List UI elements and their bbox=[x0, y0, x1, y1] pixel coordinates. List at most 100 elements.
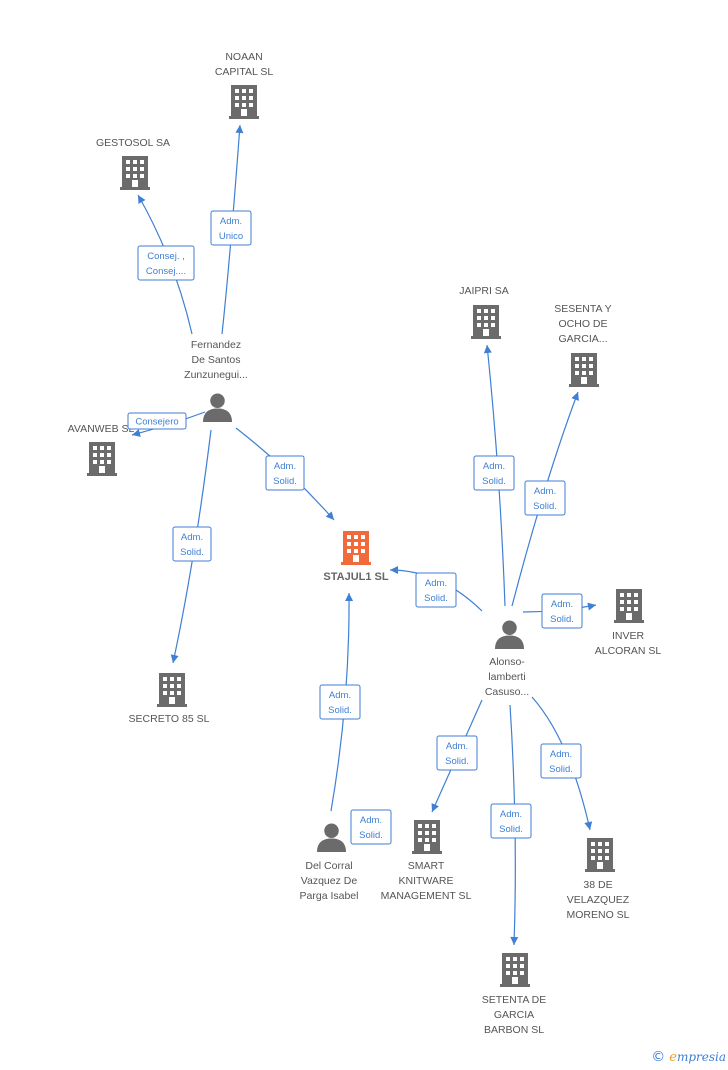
company-velazquez[interactable]: 38 DE VELAZQUEZ MORENO SL bbox=[566, 838, 630, 921]
relation-label-text: Adm. bbox=[534, 486, 556, 497]
relation-label-alonso_inver[interactable]: Adm.Solid. bbox=[541, 593, 583, 629]
relation-label-box bbox=[540, 743, 582, 779]
relation-label-text: Solid. bbox=[180, 547, 204, 558]
person-alonso[interactable]: Alonso- lamberti Casuso... bbox=[485, 620, 529, 698]
arrowhead bbox=[587, 602, 596, 611]
person-label-line: Del Corral bbox=[305, 860, 352, 872]
relation-label-text: Consej. , bbox=[147, 251, 185, 262]
company-label-center: STAJUL1 SL bbox=[323, 571, 388, 583]
arrowhead bbox=[571, 392, 579, 401]
arrowhead bbox=[483, 345, 492, 354]
building-icon bbox=[585, 838, 615, 872]
relation-label-box bbox=[524, 480, 566, 516]
relation-label-box bbox=[127, 412, 187, 430]
person-label-line: De Santos bbox=[191, 354, 240, 366]
relation-label-text: Solid. bbox=[359, 830, 383, 841]
building-icon bbox=[569, 353, 599, 387]
company-jaipri[interactable]: JAIPRI SA bbox=[459, 285, 509, 339]
relation-label-alonso_velazquez[interactable]: Adm. Solid. bbox=[540, 743, 582, 779]
arrowhead bbox=[345, 593, 354, 602]
company-label-line: BARBON SL bbox=[484, 1024, 544, 1036]
company-inver[interactable]: INVER ALCORAN SL bbox=[595, 589, 662, 657]
relation-label-box bbox=[473, 455, 515, 491]
relation-label-delcorral_center[interactable]: Adm. Solid. bbox=[319, 684, 361, 720]
person-delcorral[interactable]: Del Corral Vazquez De Parga Isabel bbox=[300, 823, 359, 902]
relation-label-text: Adm. bbox=[360, 815, 382, 826]
company-label-line: MORENO SL bbox=[566, 909, 629, 921]
company-label-line: SESENTA Y bbox=[554, 303, 611, 315]
arrowhead bbox=[390, 566, 398, 574]
relation-label-text: Adm. bbox=[446, 741, 468, 752]
arrowhead bbox=[431, 803, 439, 812]
company-label-line: JAIPRI SA bbox=[459, 285, 509, 297]
company-smart[interactable]: SMART KNITWARE MANAGEMENT SL bbox=[381, 820, 472, 902]
relation-label-box bbox=[172, 526, 212, 562]
company-secreto[interactable]: SECRETO 85 SL bbox=[129, 673, 210, 725]
arrowhead bbox=[170, 654, 179, 663]
relation-label-text: Adm. bbox=[181, 532, 203, 543]
copyright-icon: © bbox=[651, 1049, 666, 1065]
relation-label-fernandez_gestosol[interactable]: Consej. ,Consej.... bbox=[137, 245, 195, 281]
relation-label-alonso_sesenta[interactable]: Adm.Solid. bbox=[524, 480, 566, 516]
arrowhead bbox=[132, 429, 141, 437]
person-label-line: lamberti bbox=[488, 671, 525, 683]
relation-label-text: Unico bbox=[219, 231, 243, 242]
relation-label-box bbox=[319, 684, 361, 720]
person-icon bbox=[203, 393, 232, 422]
company-label-line: ALCORAN SL bbox=[595, 645, 662, 657]
company-label-line: NOAAN bbox=[225, 51, 262, 63]
relation-label-text: Solid. bbox=[549, 764, 573, 775]
relation-label-alonso_jaipri[interactable]: Adm. Solid. bbox=[473, 455, 515, 491]
relation-label-text: Solid. bbox=[328, 705, 352, 716]
person-icon bbox=[317, 823, 346, 852]
company-avanweb[interactable]: AVANWEB SL bbox=[68, 423, 135, 476]
company-label-line: KNITWARE bbox=[398, 875, 453, 887]
company-label-line: INVER bbox=[612, 630, 645, 642]
person-label-line: Fernandez bbox=[191, 339, 241, 351]
company-noaan[interactable]: NOAAN CAPITAL SL bbox=[215, 51, 274, 119]
company-label-line: SETENTA DE bbox=[482, 994, 547, 1006]
building-icon bbox=[229, 85, 259, 119]
relation-label-text: Adm. bbox=[483, 461, 505, 472]
relation-label-text: Solid. bbox=[482, 476, 506, 487]
relation-label-fernandez_noaan[interactable]: Adm.Unico bbox=[210, 210, 252, 246]
relation-label-text: Adm. bbox=[274, 461, 296, 472]
company-label-line: VELAZQUEZ bbox=[567, 894, 630, 906]
person-label-line: Vazquez De bbox=[301, 875, 358, 887]
relation-label-alonso_setenta[interactable]: Adm.Solid. bbox=[490, 803, 532, 839]
company-setenta[interactable]: SETENTA DE GARCIA BARBON SL bbox=[482, 953, 547, 1036]
company-gestosol[interactable]: GESTOSOL SA bbox=[96, 137, 170, 190]
company-label-line: AVANWEB SL bbox=[68, 423, 135, 435]
relation-label-box bbox=[137, 245, 195, 281]
relation-label-alonso_center[interactable]: Adm.Solid. bbox=[415, 572, 457, 608]
arrowhead bbox=[235, 125, 244, 134]
relation-label-box bbox=[490, 803, 532, 839]
building-icon bbox=[120, 156, 150, 190]
relation-label-fernandez_center[interactable]: Adm.Solid. bbox=[265, 455, 305, 491]
person-label-line: Alonso- bbox=[489, 656, 525, 668]
person-label-line: Casuso... bbox=[485, 686, 529, 698]
company-label-line: MANAGEMENT SL bbox=[381, 890, 472, 902]
company-label-line: GESTOSOL SA bbox=[96, 137, 170, 149]
relation-label-text: Adm. bbox=[329, 690, 351, 701]
relation-label-text: Adm. bbox=[551, 599, 573, 610]
relation-label-text: Adm. bbox=[550, 749, 572, 760]
relation-label-alonso_smart[interactable]: Adm.Solid. bbox=[436, 735, 478, 771]
person-label-line: Parga Isabel bbox=[300, 890, 359, 902]
company-sesenta-ocho[interactable]: SESENTA Y OCHO DE GARCIA... bbox=[554, 303, 612, 387]
person-fernandez[interactable]: Fernandez De Santos Zunzunegui... bbox=[184, 339, 248, 422]
company-center[interactable]: STAJUL1 SL bbox=[323, 531, 389, 583]
relation-label-fernandez_secreto[interactable]: Adm. Solid. bbox=[172, 526, 212, 562]
relation-label-text: Solid. bbox=[424, 593, 448, 604]
relation-label-delcorral_smart[interactable]: Adm. Solid. bbox=[350, 809, 392, 845]
company-label-line: OCHO DE bbox=[558, 318, 607, 330]
brand-name: mpresia bbox=[676, 1050, 726, 1064]
company-label-line: CAPITAL SL bbox=[215, 66, 274, 78]
arrowhead bbox=[325, 511, 334, 520]
building-icon bbox=[87, 442, 117, 476]
building-icon bbox=[157, 673, 187, 707]
company-label-line: GARCIA bbox=[494, 1009, 534, 1021]
relation-label-fernandez_avanweb[interactable]: Consejero bbox=[127, 412, 187, 430]
